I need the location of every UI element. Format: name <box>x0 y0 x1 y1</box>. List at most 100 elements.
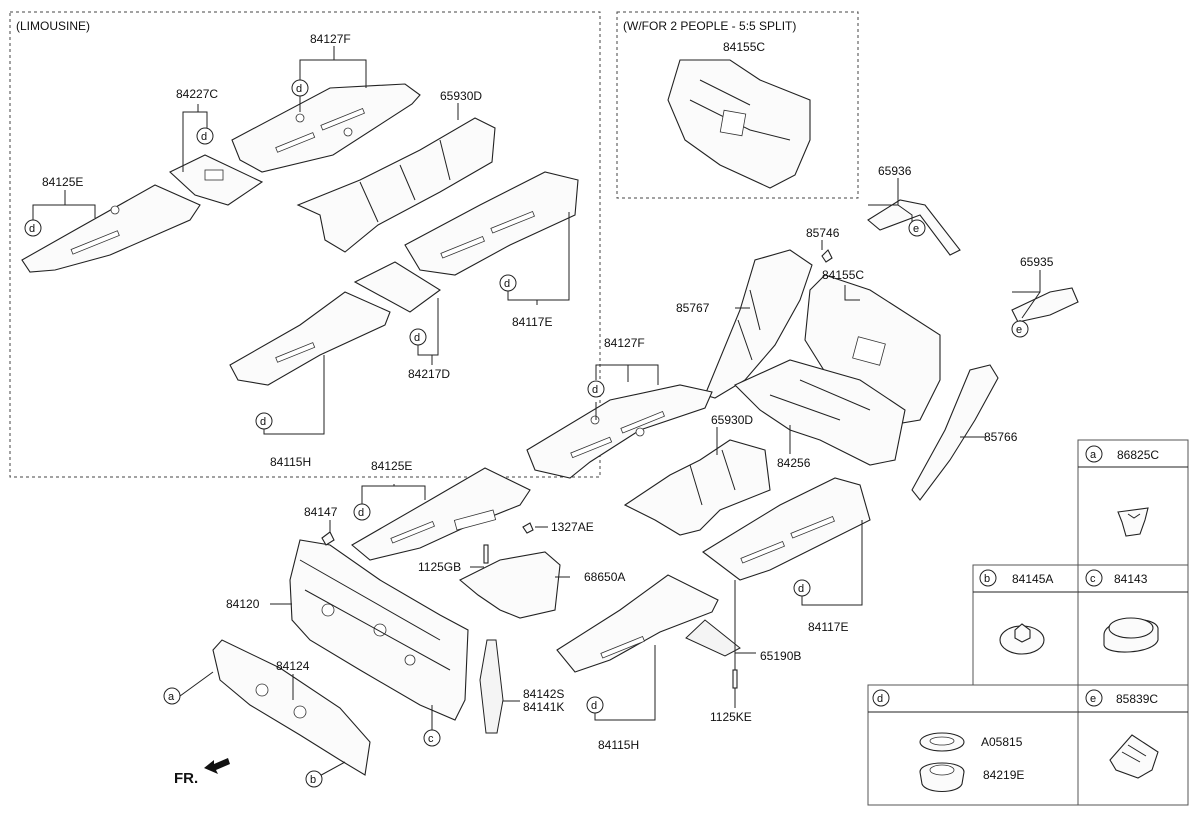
label-65190B: 65190B <box>760 649 801 663</box>
svg-text:d: d <box>798 583 804 595</box>
svg-text:b: b <box>984 573 990 585</box>
callout-c: c <box>423 729 441 747</box>
label-84115H-main: 84115H <box>598 738 639 752</box>
legend-a: a 86825C <box>1077 439 1189 566</box>
part-84155C-main <box>804 274 941 426</box>
label-84117E-main: 84117E <box>808 620 848 634</box>
callout-d-main-1: d <box>587 380 605 398</box>
callout-d-main-3: d <box>793 579 811 597</box>
label-84127F-limo: 84127F <box>310 32 351 46</box>
label-1327AE: 1327AE <box>551 520 594 534</box>
svg-text:d: d <box>296 83 302 95</box>
label-84127F-main: 84127F <box>604 336 645 350</box>
label-85766: 85766 <box>984 430 1018 444</box>
label-84141K: 84141K <box>523 700 564 714</box>
label-84227C: 84227C <box>176 87 218 101</box>
legend-d-part-2: 84219E <box>983 768 1024 782</box>
label-84117E-limo: 84117E <box>512 315 552 329</box>
part-84120-dash <box>289 539 469 721</box>
leaders-limo <box>32 46 570 435</box>
svg-text:d: d <box>504 278 510 290</box>
part-84142S <box>479 639 504 734</box>
part-84125E-limo <box>21 184 201 273</box>
callout-b: b <box>305 770 323 788</box>
svg-text:d: d <box>201 131 207 143</box>
label-84147: 84147 <box>304 505 338 519</box>
label-84120: 84120 <box>226 597 260 611</box>
callout-d-main-2: d <box>353 503 371 521</box>
label-84125E-limo: 84125E <box>42 175 83 189</box>
legend-c-part: 84143 <box>1114 572 1148 586</box>
label-84125E-main: 84125E <box>371 459 412 473</box>
front-arrow-icon <box>204 758 230 774</box>
part-84117E-main <box>702 477 871 581</box>
part-65936 <box>867 199 961 256</box>
legend-b-part: 84145A <box>1012 572 1053 586</box>
svg-text:d: d <box>592 384 598 396</box>
part-84125E-main <box>351 467 531 561</box>
label-65930D-main: 65930D <box>711 413 753 427</box>
limousine-title: (LIMOUSINE) <box>16 19 90 33</box>
callout-d-limo-5: d <box>409 328 427 346</box>
legend-b: b 84145A <box>972 564 1079 686</box>
limousine-box <box>9 11 601 478</box>
callout-d-limo-4: d <box>499 274 517 292</box>
part-85767 <box>704 249 813 399</box>
part-68650A <box>459 551 561 619</box>
front-indicator-label: FR. <box>174 770 198 787</box>
label-84155C-split: 84155C <box>723 40 765 54</box>
leaders-main <box>179 178 1041 780</box>
legend-c: c 84143 <box>1077 564 1189 686</box>
svg-text:c: c <box>428 733 434 745</box>
svg-text:c: c <box>1090 573 1096 585</box>
split-title: (W/FOR 2 PEOPLE - 5:5 SPLIT) <box>623 19 796 33</box>
legend-d: d A05815 84219E <box>867 684 1079 806</box>
part-84227C <box>169 154 264 206</box>
label-1125KE: 1125KE <box>710 710 752 724</box>
label-1125GB: 1125GB <box>418 560 461 574</box>
label-85746: 85746 <box>806 226 840 240</box>
part-65930D-limo <box>296 117 496 253</box>
svg-text:d: d <box>414 332 420 344</box>
clip-86825C-icon <box>1117 507 1149 537</box>
svg-text:b: b <box>310 774 316 786</box>
label-65935: 65935 <box>1020 255 1054 269</box>
callout-d-limo-2: d <box>196 127 214 145</box>
svg-text:e: e <box>913 223 919 235</box>
callout-a: a <box>163 687 181 705</box>
legend-d-part-1: A05815 <box>981 735 1023 749</box>
part-65190B <box>685 619 741 657</box>
callout-d-limo-6: d <box>255 412 273 430</box>
part-84117E-limo <box>404 171 579 276</box>
label-84256: 84256 <box>777 456 811 470</box>
callout-d-main-4: d <box>586 696 604 714</box>
clip-85839C-icon <box>1109 734 1159 779</box>
svg-text:a: a <box>168 691 175 703</box>
part-84256 <box>734 359 906 466</box>
part-84155C-split <box>667 59 811 189</box>
svg-text:e: e <box>1090 693 1096 705</box>
svg-text:d: d <box>877 693 883 705</box>
part-65935 <box>1011 287 1079 323</box>
callout-d-limo-1: d <box>291 79 309 97</box>
svg-text:a: a <box>1090 449 1097 461</box>
part-84127F-upper <box>231 83 421 173</box>
label-84115H-limo: 84115H <box>270 455 311 469</box>
part-84217D <box>353 261 441 313</box>
fasteners <box>321 249 833 689</box>
split-box <box>616 11 859 199</box>
legend-a-part: 86825C <box>1117 448 1159 462</box>
svg-text:d: d <box>358 507 364 519</box>
part-84124 <box>212 639 371 776</box>
part-84127F-main <box>526 384 713 479</box>
label-65936: 65936 <box>878 164 912 178</box>
label-84142S: 84142S <box>523 687 564 701</box>
label-68650A: 68650A <box>584 570 625 584</box>
legend-e: e 85839C <box>1077 684 1189 806</box>
callout-e-1: e <box>908 219 926 237</box>
legend-e-part: 85839C <box>1116 692 1158 706</box>
label-65930D-limo: 65930D <box>440 89 482 103</box>
callout-e-2: e <box>1011 320 1029 338</box>
label-84155C-main: 84155C <box>822 268 864 282</box>
svg-text:d: d <box>591 700 597 712</box>
